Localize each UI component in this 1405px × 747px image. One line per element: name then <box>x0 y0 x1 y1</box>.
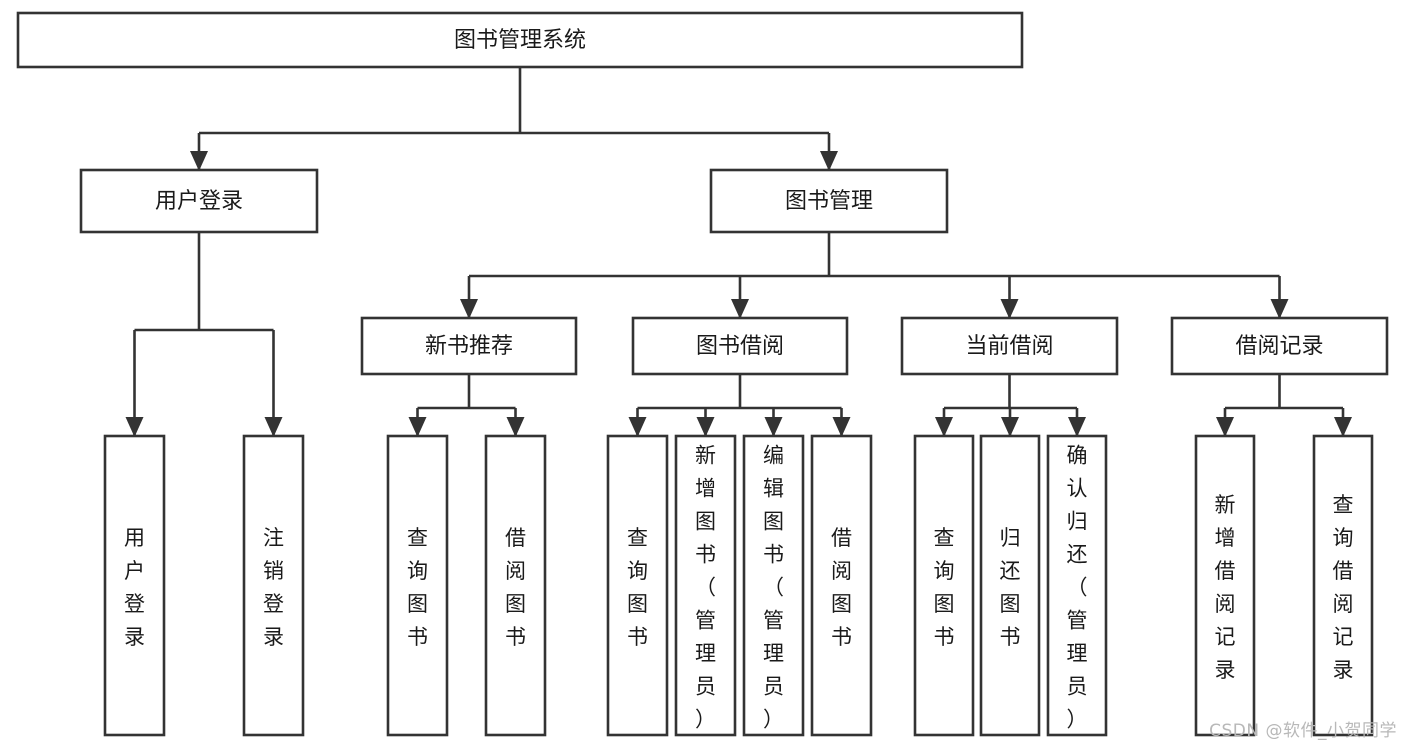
node-borrow-record[interactable]: 借阅记录 <box>1170 316 1389 376</box>
book-management-arrow-0 <box>460 299 478 319</box>
node-leaf-return-book-label: 归还图书 <box>1000 526 1021 649</box>
nodes-layer: 图书管理系统用户登录图书管理新书推荐图书借阅当前借阅借阅记录用户登录注销登录查询… <box>16 11 1389 737</box>
node-new-book-recommend-box <box>360 316 578 376</box>
node-book-borrow-label: 图书借阅 <box>696 334 784 359</box>
node-leaf-query-book-borrow-label: 查询图书 <box>627 526 648 649</box>
node-leaf-edit-book-admin-box <box>742 434 805 737</box>
node-leaf-add-book-admin-label: 新增图书（管理员） <box>695 444 716 732</box>
csdn-watermark: CSDN @软件_小贺同学 <box>1209 721 1397 741</box>
borrow-record-arrow-1 <box>1334 417 1352 437</box>
user-login-arrow-0 <box>125 417 144 437</box>
node-leaf-return-book-box <box>979 434 1041 737</box>
node-leaf-borrow-book-recommend-box <box>484 434 547 737</box>
node-leaf-borrow-book-box <box>810 434 873 737</box>
node-leaf-confirm-return-admin-box <box>1046 434 1108 737</box>
node-leaf-query-book-borrow-box <box>606 434 669 737</box>
node-leaf-query-book-current-label: 查询图书 <box>934 526 955 649</box>
node-leaf-add-book-admin[interactable]: 新增图书（管理员） <box>674 434 737 737</box>
node-leaf-borrow-book[interactable]: 借阅图书 <box>810 434 873 737</box>
node-book-management-label: 图书管理 <box>785 189 873 214</box>
node-leaf-confirm-return-admin[interactable]: 确认归还（管理员） <box>1046 434 1108 737</box>
book-management-arrow-2 <box>1000 299 1019 319</box>
node-new-book-recommend[interactable]: 新书推荐 <box>360 316 578 376</box>
node-leaf-logout-login-label: 注销登录 <box>263 526 284 649</box>
node-leaf-user-login-box <box>103 434 166 737</box>
node-root[interactable]: 图书管理系统 <box>16 11 1024 69</box>
node-leaf-borrow-book-label: 借阅图书 <box>831 526 852 649</box>
node-leaf-query-borrow-record-label: 查询借阅记录 <box>1333 493 1354 682</box>
node-leaf-return-book[interactable]: 归还图书 <box>979 434 1041 737</box>
current-borrow-arrow-2 <box>1068 417 1086 437</box>
node-user-login-box <box>79 168 319 234</box>
node-leaf-query-book-current-box <box>913 434 975 737</box>
node-new-book-recommend-label: 新书推荐 <box>425 334 513 359</box>
node-current-borrow-label: 当前借阅 <box>965 334 1053 359</box>
root-arrow-1 <box>820 151 838 171</box>
node-borrow-record-box <box>1170 316 1389 376</box>
root-arrow-0 <box>190 151 208 171</box>
node-leaf-query-book-recommend-box <box>386 434 449 737</box>
node-leaf-logout-login-box <box>242 434 305 737</box>
node-root-label: 图书管理系统 <box>454 28 586 53</box>
book-borrow-arrow-3 <box>832 417 851 437</box>
node-leaf-user-login[interactable]: 用户登录 <box>103 434 166 737</box>
book-borrow-arrow-1 <box>696 417 715 437</box>
node-leaf-query-borrow-record[interactable]: 查询借阅记录 <box>1312 434 1374 737</box>
node-book-borrow-box <box>631 316 849 376</box>
node-leaf-query-book-current[interactable]: 查询图书 <box>913 434 975 737</box>
user-login-arrow-1 <box>264 417 283 437</box>
book-management-arrow-1 <box>731 299 749 319</box>
node-book-management[interactable]: 图书管理 <box>709 168 949 234</box>
node-current-borrow[interactable]: 当前借阅 <box>900 316 1119 376</box>
node-leaf-add-borrow-record-box <box>1194 434 1256 737</box>
new-book-recommend-arrow-1 <box>506 417 525 437</box>
new-book-recommend-arrow-0 <box>408 417 427 437</box>
book-borrow-arrow-2 <box>764 417 783 437</box>
node-borrow-record-label: 借阅记录 <box>1235 334 1323 359</box>
node-leaf-query-book-borrow[interactable]: 查询图书 <box>606 434 669 737</box>
book-borrow-arrow-0 <box>628 417 647 437</box>
node-book-borrow[interactable]: 图书借阅 <box>631 316 849 376</box>
node-leaf-logout-login[interactable]: 注销登录 <box>242 434 305 737</box>
node-leaf-add-borrow-record[interactable]: 新增借阅记录 <box>1194 434 1256 737</box>
node-leaf-edit-book-admin-label: 编辑图书（管理员） <box>763 444 784 732</box>
node-leaf-borrow-book-recommend[interactable]: 借阅图书 <box>484 434 547 737</box>
node-leaf-borrow-book-recommend-label: 借阅图书 <box>505 526 526 649</box>
node-book-management-box <box>709 168 949 234</box>
node-user-login-label: 用户登录 <box>155 189 243 214</box>
node-leaf-query-book-recommend-label: 查询图书 <box>407 526 428 649</box>
node-leaf-edit-book-admin[interactable]: 编辑图书（管理员） <box>742 434 805 737</box>
node-user-login[interactable]: 用户登录 <box>79 168 319 234</box>
node-current-borrow-box <box>900 316 1119 376</box>
node-leaf-user-login-label: 用户登录 <box>124 526 145 649</box>
current-borrow-arrow-0 <box>935 417 953 437</box>
node-leaf-confirm-return-admin-label: 确认归还（管理员） <box>1067 444 1088 732</box>
node-leaf-add-book-admin-box <box>674 434 737 737</box>
node-root-box <box>16 11 1024 69</box>
connectors-layer <box>125 67 1352 437</box>
borrow-record-arrow-0 <box>1216 417 1234 437</box>
book-management-arrow-3 <box>1270 299 1289 319</box>
node-leaf-add-borrow-record-label: 新增借阅记录 <box>1215 493 1236 682</box>
node-leaf-query-book-recommend[interactable]: 查询图书 <box>386 434 449 737</box>
current-borrow-arrow-1 <box>1001 417 1019 437</box>
node-leaf-query-borrow-record-box <box>1312 434 1374 737</box>
